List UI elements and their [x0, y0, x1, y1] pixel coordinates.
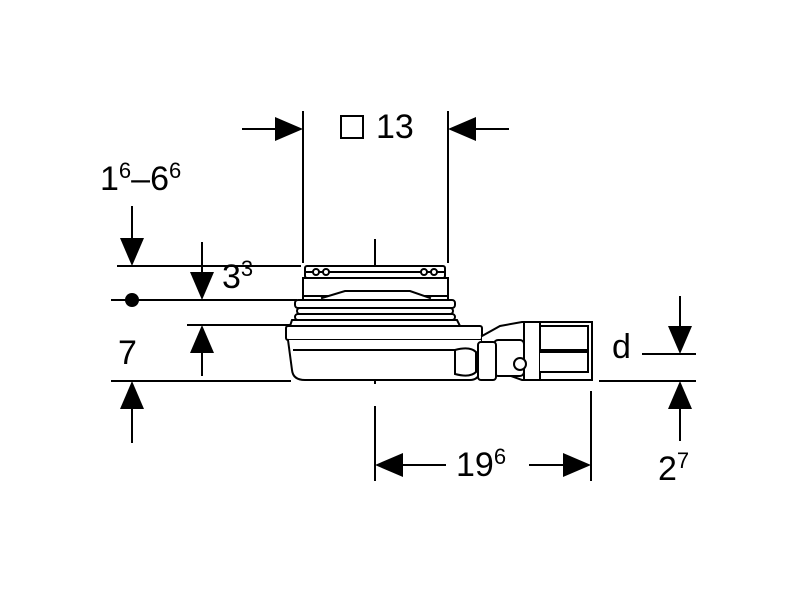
label-outlet-diameter-value: d [612, 328, 631, 366]
label-height-range: 16–66 [100, 160, 181, 198]
dim-outlet [599, 296, 696, 441]
arrow-up-icon [190, 325, 214, 353]
drain-body [285, 265, 593, 381]
dim-height-range [117, 206, 301, 267]
dim-length [375, 391, 592, 481]
arrow-up-icon [668, 381, 692, 409]
label-outlet-height-sup: 7 [676, 448, 690, 473]
square-icon [340, 115, 364, 139]
dim-body-height [111, 380, 291, 443]
arrow-down-icon [120, 238, 144, 266]
label-length-sup: 6 [493, 444, 507, 469]
label-body-height-value: 7 [118, 334, 137, 372]
label-height-range-dash: – [131, 160, 151, 198]
reference-point-icon [125, 293, 139, 307]
label-length-value: 19 [456, 446, 494, 484]
label-outlet-height: 27 [658, 450, 689, 488]
arrow-right-icon [275, 117, 303, 141]
label-height-range-a: 1 [100, 160, 119, 198]
label-height-range-b: 6 [150, 160, 170, 198]
arrow-left-icon [448, 117, 476, 141]
label-height-range-a-sup: 6 [118, 158, 132, 183]
arrow-left-icon [375, 453, 403, 477]
label-body-height: 7 [118, 336, 137, 370]
arrow-down-icon [668, 326, 692, 354]
label-grate-depth-value: 3 [222, 258, 241, 296]
label-width-value: 13 [376, 108, 414, 146]
arrow-right-icon [563, 453, 591, 477]
label-grate-depth-sup: 3 [240, 256, 254, 281]
arrow-down-icon [190, 272, 214, 300]
label-length: 196 [456, 446, 506, 484]
label-outlet-diameter: d [612, 330, 631, 364]
dim-grate-depth [111, 242, 297, 376]
label-width-square: 13 [340, 110, 414, 144]
label-height-range-b-sup: 6 [169, 158, 182, 183]
label-grate-depth: 33 [222, 258, 253, 296]
label-outlet-height-value: 2 [658, 450, 677, 488]
arrow-up-icon [120, 381, 144, 409]
dim-width-top [242, 111, 509, 263]
